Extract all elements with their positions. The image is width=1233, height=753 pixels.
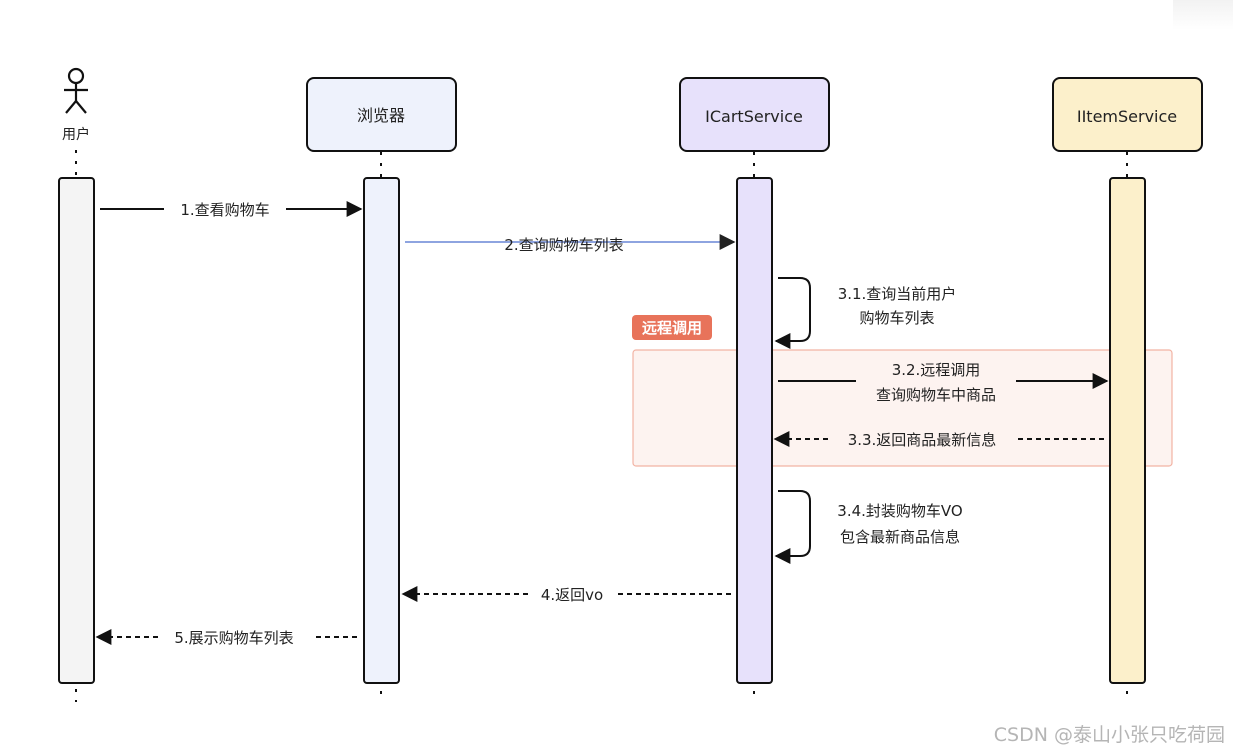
message-3-1-label-line2: 购物车列表 [859,309,934,327]
cart-activation-bar [736,177,773,684]
browser-participant-box [306,77,457,152]
message-3-1-self-arrow [774,277,811,349]
remote-call-tag [632,315,712,340]
message-3-3-label: 3.3.返回商品最新信息 [848,431,997,449]
message-4-label: 4.返回vo [541,586,603,604]
item-participant-box [1052,77,1203,152]
message-1-label-bg [164,198,286,220]
message-3-4-self-arrow [774,490,811,564]
user-actor-label: 用户 [62,126,90,143]
cart-participant-box [679,77,830,152]
item-activation-bar [1109,177,1146,684]
item-participant-label: IItemService [1077,107,1177,126]
message-3-1-label-line1: 3.1.查询当前用户 [838,285,957,303]
message-3-2-label-line1: 3.2.远程调用 [892,361,981,379]
user-activation-bar [58,177,95,684]
message-3-4-label-line1: 3.4.封装购物车VO [837,502,962,520]
browser-activation-bar [363,177,400,684]
cart-participant-label: ICartService [705,107,803,126]
message-3-4-label-line2: 包含最新商品信息 [840,528,960,546]
message-3-2-label-line2: 查询购物车中商品 [876,386,996,404]
message-2-label: 2.查询购物车列表 [504,236,623,254]
user-actor-icon [64,67,88,114]
corner-shade [1173,0,1233,30]
message-5-label: 5.展示购物车列表 [174,629,293,647]
message-1-label: 1.查看购物车 [180,201,269,219]
remote-call-tag-label: 远程调用 [642,319,702,337]
browser-participant-label: 浏览器 [357,106,405,125]
watermark-text: CSDN @泰山小张只吃荷园 [993,724,1225,746]
